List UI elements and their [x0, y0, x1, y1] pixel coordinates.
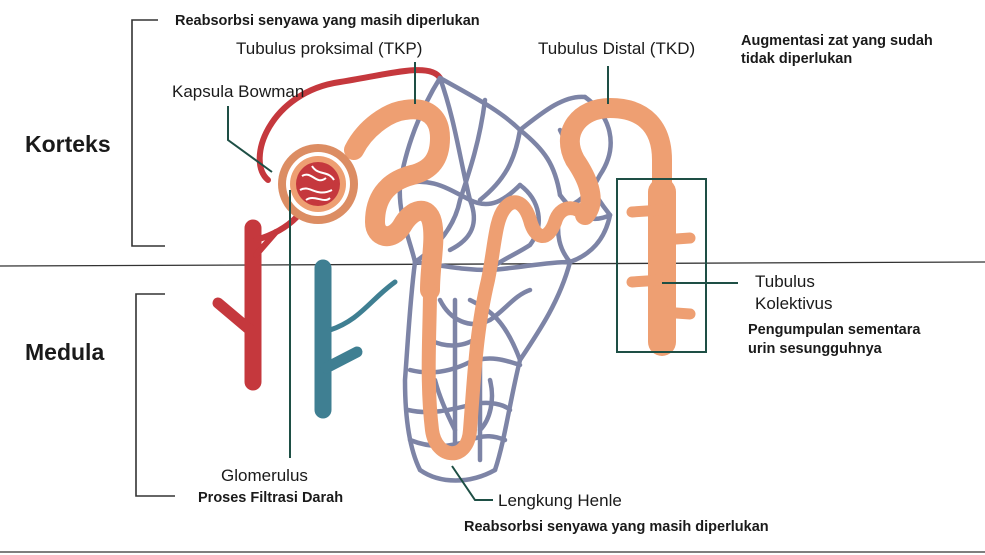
proximal-tubule-label: Tubulus proksimal (TKP) — [236, 39, 422, 58]
distal-tubule-label: Tubulus Distal (TKD) — [538, 39, 695, 58]
efferent-arteriole — [256, 67, 443, 183]
bowman-capsule-label: Kapsula Bowman — [172, 82, 304, 101]
distal-note-line-1: Augmentasi zat yang sudah — [741, 33, 933, 49]
pointer-lines — [227, 62, 738, 501]
medulla-label: Medula — [25, 339, 104, 365]
glomerulus-label: Glomerulus — [221, 466, 308, 485]
top-reabsorption-note: Reabsorbsi senyawa yang masih diperlukan — [175, 13, 480, 29]
renal-vein — [314, 259, 398, 419]
collecting-duct-box — [616, 178, 707, 353]
glomerulus-note: Proses Filtrasi Darah — [198, 490, 343, 506]
proximal-tubule — [344, 99, 450, 300]
glomerulus-tuft — [296, 162, 340, 206]
distal-tubule — [560, 98, 672, 225]
loop-of-henle-label: Lengkung Henle — [498, 491, 622, 510]
collecting-note-line-2: urin sesungguhnya — [748, 341, 883, 357]
cortex-bracket — [131, 19, 165, 247]
collecting-note-line-1: Pengumpulan sementara — [748, 322, 921, 338]
collecting-duct-label-line-2: Kolektivus — [755, 294, 832, 313]
nephron-tubule — [344, 98, 696, 461]
cortex-label: Korteks — [25, 131, 111, 157]
collecting-duct-label-line-1: Tubulus — [755, 272, 815, 291]
distal-note-line-2: tidak diperlukan — [741, 51, 852, 67]
medulla-bracket — [135, 293, 175, 497]
loop-of-henle — [421, 195, 592, 461]
henle-reabsorption-note: Reabsorbsi senyawa yang masih diperlukan — [464, 519, 769, 535]
